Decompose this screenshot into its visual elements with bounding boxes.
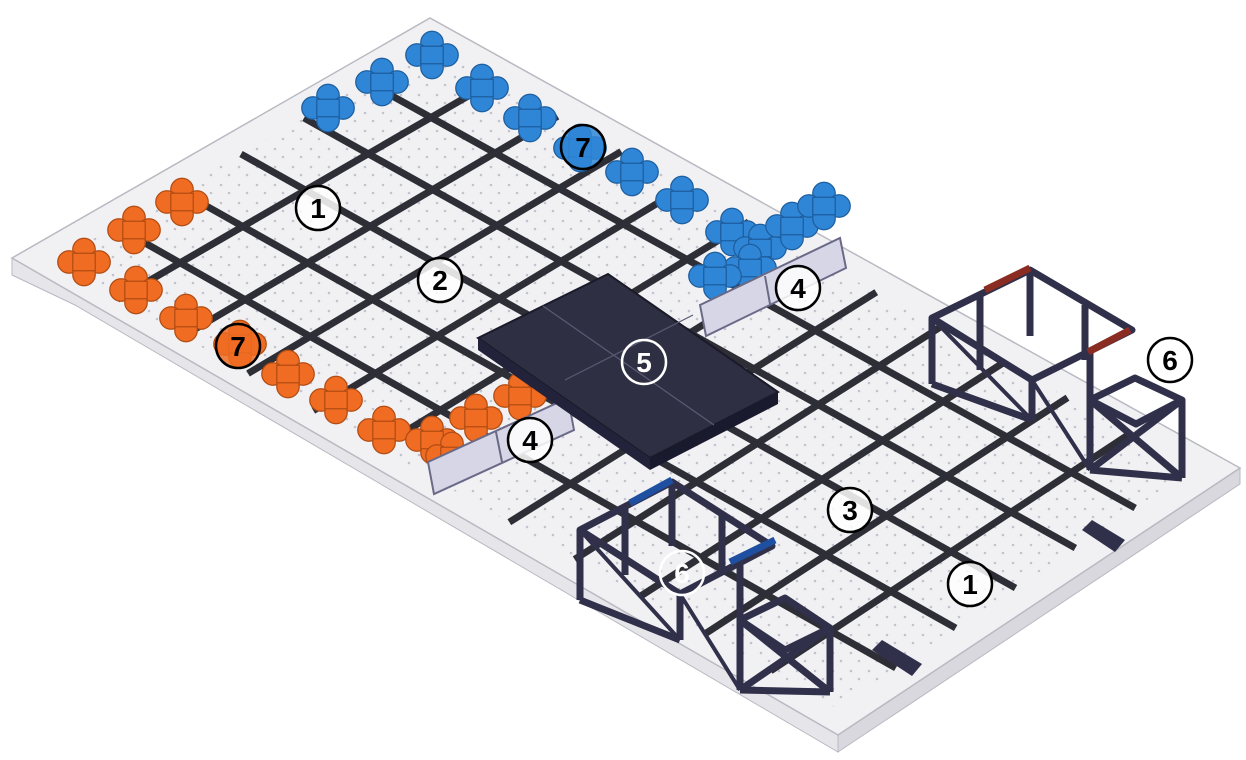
label-7-blue: 7 [561, 125, 605, 169]
label-number: 7 [230, 331, 246, 362]
label-1-bottom: 1 [948, 562, 992, 606]
label-7-red: 7 [216, 324, 260, 368]
label-number: 4 [790, 273, 806, 304]
label-3: 3 [828, 488, 872, 532]
label-number: 3 [842, 495, 858, 526]
label-2: 2 [418, 258, 462, 302]
label-number: 7 [575, 132, 591, 163]
label-4-red: 4 [508, 418, 552, 462]
label-number: 6 [674, 558, 690, 589]
tower-right-red-bar-side [1088, 330, 1130, 352]
label-number: 1 [310, 193, 326, 224]
label-number: 4 [522, 425, 538, 456]
label-6-right: 6 [1148, 338, 1192, 382]
label-1-top: 1 [296, 186, 340, 230]
label-number: 2 [432, 265, 448, 296]
label-number: 6 [1162, 345, 1178, 376]
label-4-blue: 4 [776, 266, 820, 310]
label-number: 5 [636, 347, 652, 378]
tower-right-red-bar-top [985, 268, 1030, 290]
label-number: 1 [962, 569, 978, 600]
